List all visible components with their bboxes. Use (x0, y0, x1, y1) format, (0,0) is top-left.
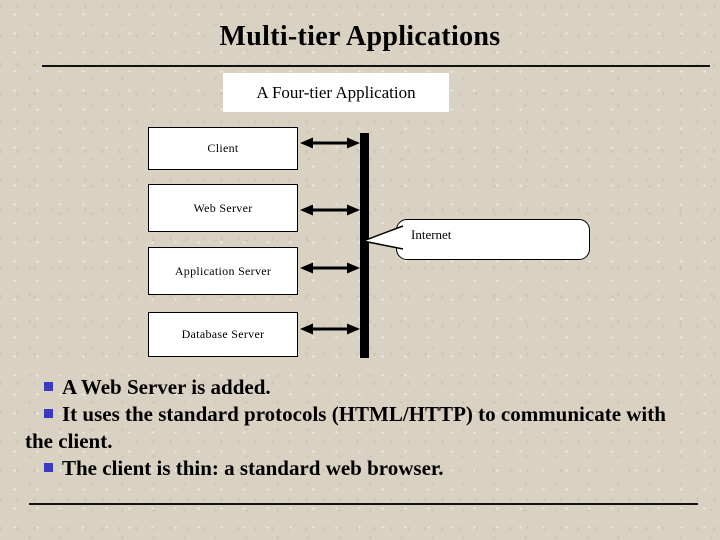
internet-callout-label: Internet (411, 227, 452, 242)
tier-label-database-server: Database Server (181, 327, 265, 341)
bullet-item: The client is thin: a standard web brows… (25, 455, 697, 482)
tier-box-database-server: Database Server (148, 312, 298, 357)
arrow-application-server-bus (300, 262, 360, 274)
tier-box-client: Client (148, 127, 298, 170)
subtitle-label: A Four-tier Application (256, 82, 416, 102)
subtitle-box: A Four-tier Application (223, 73, 449, 112)
arrow-client-bus (300, 137, 360, 149)
tier-box-web-server: Web Server (148, 184, 298, 232)
network-bus-bar (360, 133, 369, 358)
internet-callout: Internet (396, 219, 590, 260)
bullet-square-icon (44, 409, 53, 418)
footer-divider-line (29, 503, 698, 505)
title-divider-line (42, 65, 710, 67)
bullet-item: A Web Server is added. (25, 374, 697, 401)
bullet-square-icon (44, 463, 53, 472)
arrow-database-server-bus (300, 323, 360, 335)
bullet-text: The client is thin: a standard web brows… (62, 456, 444, 480)
bullet-text: A Web Server is added. (62, 375, 271, 399)
bullet-list: A Web Server is added. It uses the stand… (25, 374, 697, 482)
bullet-square-icon (44, 382, 53, 391)
tier-box-application-server: Application Server (148, 247, 298, 295)
tier-label-application-server: Application Server (174, 263, 272, 278)
bullet-text: It uses the standard protocols (HTML/HTT… (25, 402, 666, 453)
arrow-web-server-bus (300, 204, 360, 216)
tier-label-web-server: Web Server (193, 200, 253, 215)
bullet-item: It uses the standard protocols (HTML/HTT… (25, 401, 697, 455)
page-title: Multi-tier Applications (219, 21, 501, 52)
tier-label-client: Client (207, 141, 239, 155)
